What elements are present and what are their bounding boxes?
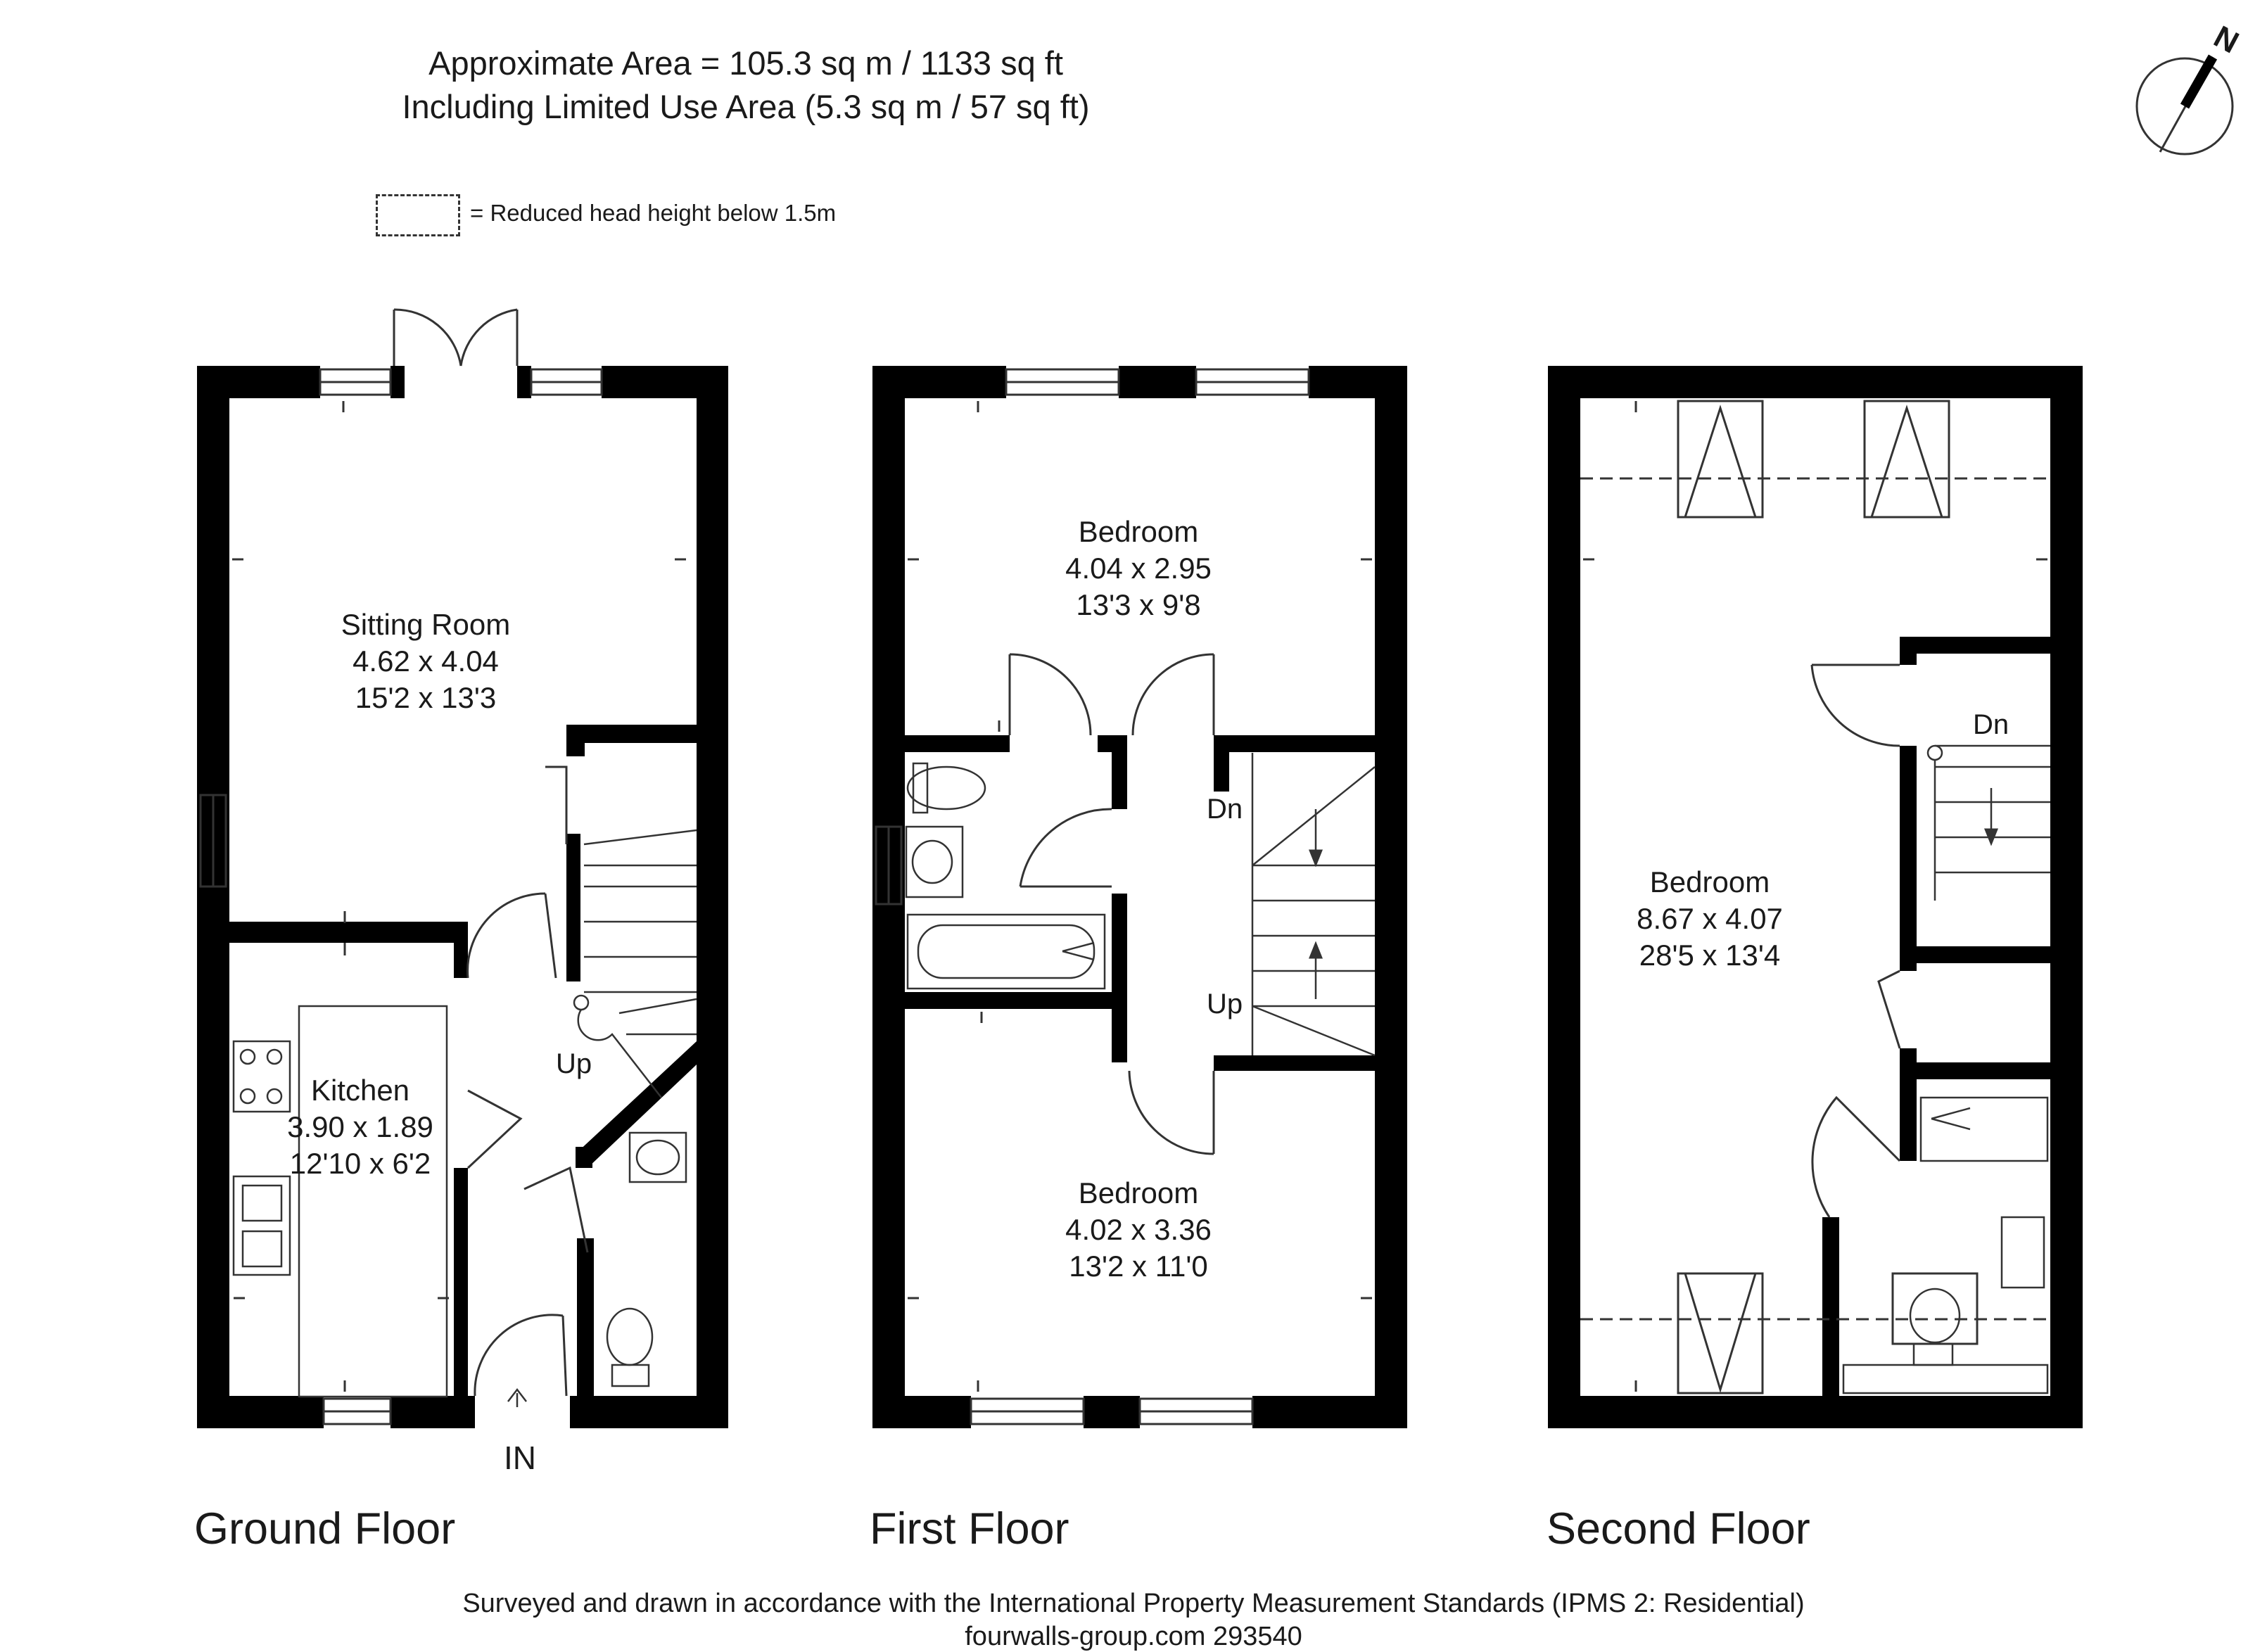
- room-metric: 8.67 x 4.07: [1637, 902, 1783, 935]
- ground-floor-windows: [199, 368, 603, 1425]
- ground-floor-doors: [393, 308, 589, 1397]
- second-floor-rooflights: [1677, 400, 1979, 1394]
- room-imperial: 12'10 x 6'2: [289, 1147, 431, 1180]
- room-metric: 4.04 x 2.95: [1065, 552, 1212, 585]
- first-floor-stairs: [1251, 753, 1376, 1057]
- second-floor-tick-marks: [1583, 401, 2047, 1392]
- room-imperial: 13'2 x 11'0: [1069, 1250, 1208, 1283]
- reduced-height-legend: = Reduced head height below 1.5m: [470, 200, 837, 226]
- second-floor-fixtures: [1842, 1096, 2049, 1394]
- room-name: Sitting Room: [341, 608, 511, 641]
- room-imperial: 13'3 x 9'8: [1076, 588, 1201, 621]
- floor-title-first: First Floor: [870, 1504, 1069, 1553]
- second-floor-walls: [1548, 366, 2083, 1428]
- first-floor-plan: [872, 366, 1407, 1428]
- room-name: Bedroom: [1078, 1176, 1199, 1209]
- room-name: Bedroom: [1078, 515, 1199, 548]
- measurement-standards-note: Surveyed and drawn in accordance with th…: [462, 1589, 1805, 1618]
- room-label-bedroom-first-floor-bottom: Bedroom 4.02 x 3.36 13'2 x 11'0: [1065, 1175, 1212, 1285]
- room-label-bedroom-first-floor-top: Bedroom 4.04 x 2.95 13'3 x 9'8: [1065, 514, 1212, 623]
- compass-ring: [2135, 57, 2234, 155]
- compass-needle-head: [2180, 54, 2218, 109]
- ground-floor-plan: [197, 308, 728, 1428]
- first-floor-windows: [875, 368, 1310, 1425]
- stairs-down-label-second: Dn: [1973, 709, 2009, 740]
- room-name: Kitchen: [310, 1074, 410, 1107]
- first-floor-fixtures: [905, 762, 1106, 990]
- stairs-down-label-first: Dn: [1207, 794, 1243, 825]
- room-label-kitchen: Kitchen 3.90 x 1.89 12'10 x 6'2: [287, 1072, 433, 1182]
- stairs-up-label-first: Up: [1207, 989, 1243, 1019]
- second-floor-plan: [1548, 366, 2083, 1428]
- room-label-sitting-room: Sitting Room 4.62 x 4.04 15'2 x 13'3: [341, 606, 510, 716]
- room-metric: 4.62 x 4.04: [353, 644, 499, 678]
- room-imperial: 28'5 x 13'4: [1639, 939, 1781, 972]
- limited-use-area: Including Limited Use Area (5.3 sq m / 5…: [402, 88, 1090, 125]
- second-floor-stairs: [1926, 744, 2050, 901]
- compass: N: [2132, 18, 2244, 163]
- second-floor-doors: [1810, 663, 1901, 1218]
- room-metric: 4.02 x 3.36: [1065, 1213, 1212, 1246]
- floor-title-ground: Ground Floor: [194, 1504, 456, 1553]
- company-reference: fourwalls-group.com 293540: [965, 1622, 1302, 1651]
- ground-floor-fixtures: [232, 1005, 687, 1407]
- reduced-height-legend-swatch: [376, 194, 460, 236]
- room-label-bedroom-second-floor: Bedroom 8.67 x 4.07 28'5 x 13'4: [1637, 864, 1783, 974]
- area-summary: Approximate Area = 105.3 sq m / 1133 sq …: [428, 44, 1063, 82]
- room-metric: 3.90 x 1.89: [287, 1110, 433, 1143]
- ground-floor-walls: [197, 366, 728, 1428]
- ground-floor-tick-marks: [232, 401, 686, 1392]
- ground-floor-stairs: [573, 829, 697, 1098]
- first-floor-tick-marks: [908, 401, 1372, 1392]
- room-name: Bedroom: [1649, 865, 1770, 898]
- stairs-up-label-ground: Up: [556, 1048, 592, 1079]
- floor-title-second: Second Floor: [1547, 1504, 1810, 1553]
- first-floor-doors: [1008, 653, 1215, 1155]
- entrance-label: IN: [504, 1440, 536, 1476]
- room-imperial: 15'2 x 13'3: [355, 681, 497, 714]
